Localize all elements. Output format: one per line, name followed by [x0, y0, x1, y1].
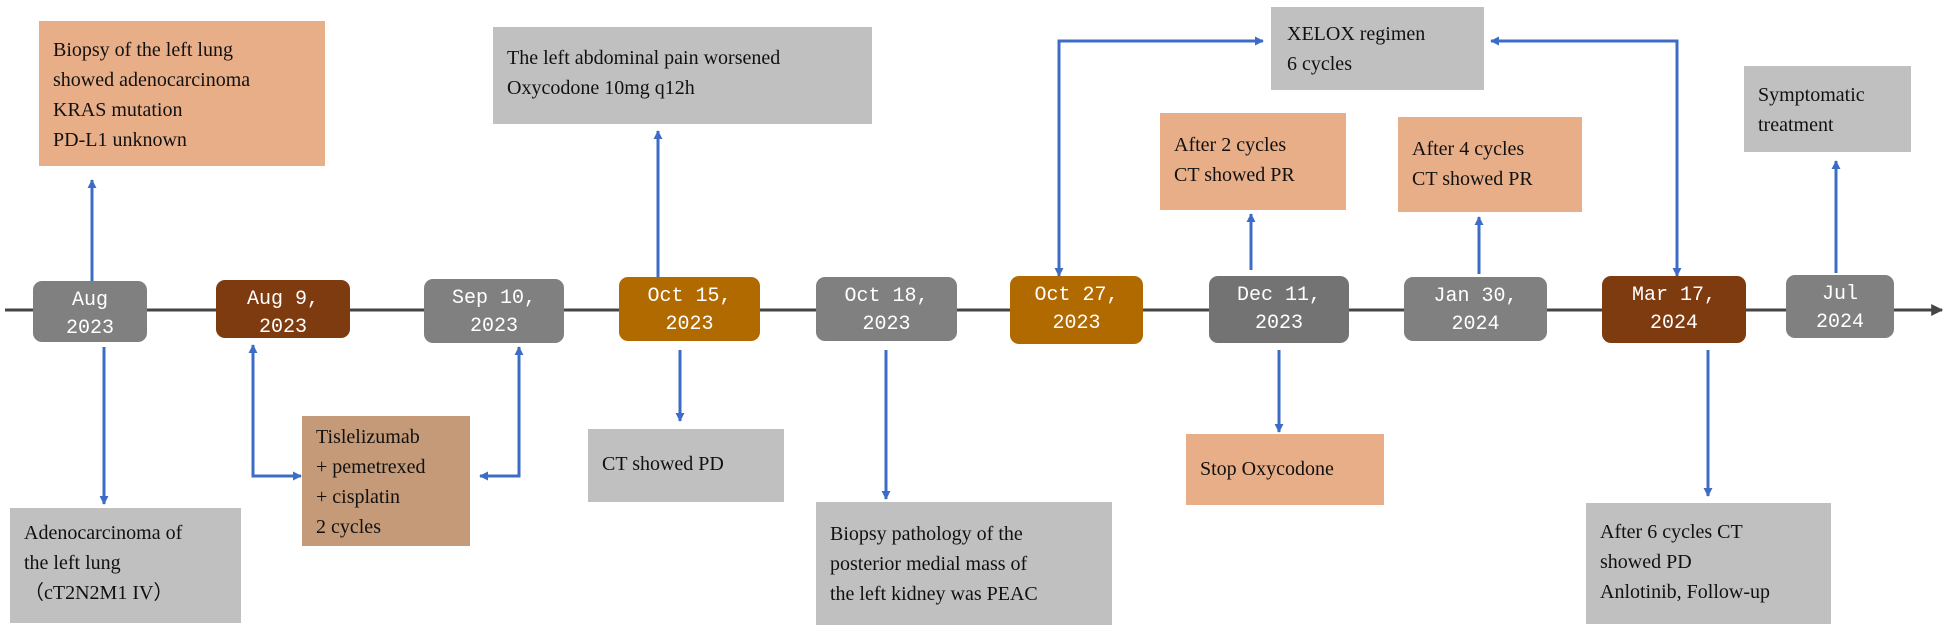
event-after-6-cycles: After 6 cycles CT showed PD Anlotinib, F…: [1586, 503, 1831, 624]
event-ct-pd: CT showed PD: [588, 429, 784, 502]
arrow-oct27-to-xelox: [1054, 36, 1264, 277]
event-line: showed adenocarcinoma: [53, 69, 251, 91]
date-node-label: Oct 15,: [647, 285, 732, 308]
date-node-aug-2023: Aug 2023: [33, 281, 147, 342]
event-line: Biopsy pathology of the: [830, 523, 1023, 545]
date-node-year: 2023: [469, 315, 518, 338]
date-node-jan-30-2024: Jan 30, 2024: [1404, 277, 1547, 341]
date-node-label: Jul: [1821, 283, 1858, 306]
date-node-label: Aug: [71, 289, 108, 312]
date-node-aug-9-2023: Aug 9, 2023: [216, 280, 350, 339]
event-adenocarcinoma: Adenocarcinoma of the left lung （cT2N2M1…: [10, 508, 241, 623]
date-node-sep-10-2023: Sep 10, 2023: [424, 279, 564, 343]
date-node-label: Aug 9,: [246, 288, 319, 311]
event-line: （cT2N2M1 IV）: [24, 582, 174, 604]
date-node-year: 2023: [665, 313, 714, 336]
date-node-dec-11-2023: Dec 11, 2023: [1209, 276, 1349, 343]
event-line: CT showed PR: [1412, 168, 1533, 190]
date-node-year: 2024: [1649, 312, 1698, 335]
event-line: Tislelizumab: [316, 426, 420, 448]
date-node-year: 2024: [1451, 313, 1500, 336]
event-line: Adenocarcinoma of: [24, 522, 183, 544]
event-line: After 2 cycles: [1174, 134, 1287, 156]
date-node-jul-2024: Jul 2024: [1786, 275, 1894, 338]
event-line: The left abdominal pain worsened: [507, 47, 781, 69]
date-node-year: 2023: [65, 317, 114, 340]
event-symptomatic: Symptomatic treatment: [1744, 66, 1911, 152]
event-line: After 6 cycles CT: [1600, 521, 1743, 543]
event-after-2-cycles: After 2 cycles CT showed PR: [1160, 113, 1346, 210]
event-line: Anlotinib, Follow-up: [1600, 581, 1771, 603]
event-abdominal-pain: The left abdominal pain worsened Oxycodo…: [493, 27, 872, 124]
event-line: PD-L1 unknown: [53, 129, 187, 151]
event-line: posterior medial mass of: [830, 553, 1028, 575]
event-line: Oxycodone 10mg q12h: [507, 77, 695, 99]
event-line: CT showed PR: [1174, 164, 1295, 186]
event-line: the left kidney was PEAC: [830, 583, 1038, 605]
date-node-oct-27-2023: Oct 27, 2023: [1010, 276, 1143, 344]
event-line: CT showed PD: [602, 453, 724, 475]
event-line: Biopsy of the left lung: [53, 39, 233, 61]
event-line: + cisplatin: [316, 486, 401, 508]
date-node-mar-17-2024: Mar 17, 2024: [1602, 276, 1746, 343]
event-line: 6 cycles: [1287, 53, 1352, 75]
event-line: the left lung: [24, 552, 121, 574]
date-node-label: Dec 11,: [1236, 284, 1321, 307]
event-line: Stop Oxycodone: [1200, 458, 1334, 480]
date-node-year: 2023: [1052, 312, 1101, 335]
event-line: 2 cycles: [316, 516, 381, 538]
event-stop-oxycodone: Stop Oxycodone: [1186, 434, 1384, 505]
date-node-label: Mar 17,: [1631, 284, 1716, 307]
arrow-sep10-to-tislelizumab: [479, 346, 524, 481]
date-node-year: 2023: [1254, 312, 1303, 335]
event-line: XELOX regimen: [1287, 23, 1426, 45]
event-xelox: XELOX regimen 6 cycles: [1271, 7, 1484, 90]
event-tislelizumab: Tislelizumab + pemetrexed + cisplatin 2 …: [302, 416, 470, 546]
event-line: showed PD: [1600, 551, 1692, 573]
event-line: treatment: [1758, 114, 1834, 136]
date-node-label: Oct 18,: [844, 285, 929, 308]
event-line: + pemetrexed: [316, 456, 426, 478]
date-node-year: 2024: [1815, 311, 1864, 334]
date-node-label: Jan 30,: [1433, 285, 1518, 308]
event-after-4-cycles: After 4 cycles CT showed PR: [1398, 117, 1582, 212]
event-line: KRAS mutation: [53, 99, 183, 121]
arrow-mar17-to-xelox: [1490, 36, 1682, 277]
date-node-label: Sep 10,: [451, 287, 536, 310]
event-line: After 4 cycles: [1412, 138, 1525, 160]
date-node-year: 2023: [258, 316, 307, 339]
event-line: Symptomatic: [1758, 84, 1865, 106]
event-lung-biopsy: Biopsy of the left lung showed adenocarc…: [39, 21, 325, 166]
event-kidney-biopsy: Biopsy pathology of the posterior medial…: [816, 502, 1112, 625]
date-node-oct-18-2023: Oct 18, 2023: [816, 277, 957, 341]
arrow-aug9-to-tislelizumab: [248, 344, 302, 481]
date-node-oct-15-2023: Oct 15, 2023: [619, 277, 760, 341]
date-node-label: Oct 27,: [1034, 284, 1119, 307]
date-node-year: 2023: [862, 313, 911, 336]
